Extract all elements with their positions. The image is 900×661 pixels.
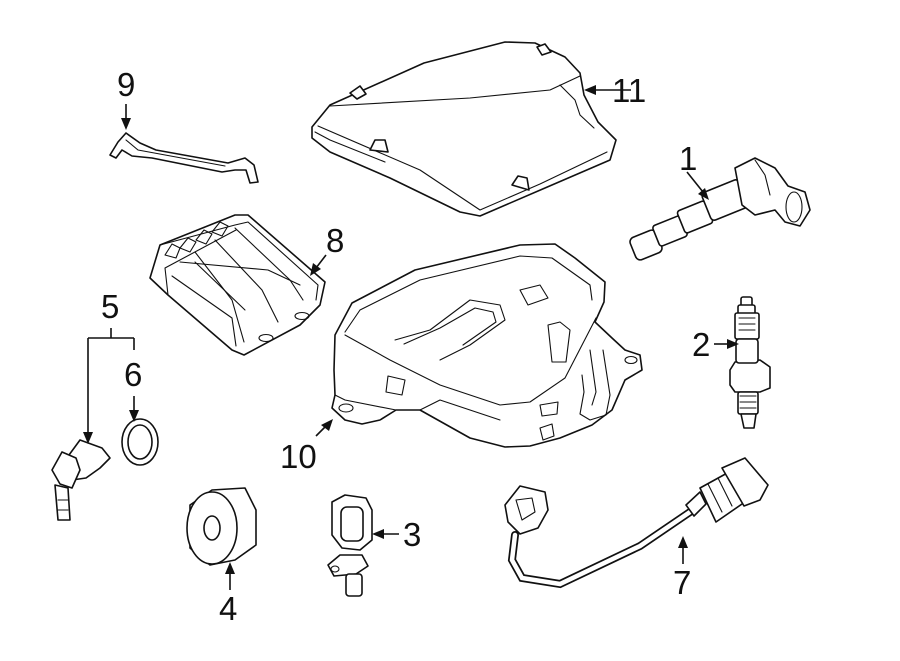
ignition-coil-part-1 bbox=[629, 157, 811, 261]
callout-9: 9 bbox=[117, 66, 135, 103]
callout-8: 8 bbox=[326, 222, 344, 259]
callout-labels: 1 2 3 4 5 6 7 8 9 10 11 bbox=[101, 66, 710, 627]
knock-sensor-part-4 bbox=[186, 487, 257, 566]
leader-lines bbox=[83, 85, 739, 590]
harness-part-7 bbox=[504, 457, 769, 589]
callout-2: 2 bbox=[692, 326, 710, 363]
cover-part-11 bbox=[311, 41, 617, 217]
callout-7: 7 bbox=[673, 564, 691, 601]
callout-10: 10 bbox=[280, 438, 317, 475]
callout-5: 5 bbox=[101, 288, 119, 325]
control-module-part-8 bbox=[149, 214, 326, 356]
cam-sensor-part-3 bbox=[327, 494, 373, 597]
callout-6: 6 bbox=[124, 356, 142, 393]
callout-3: 3 bbox=[403, 516, 421, 553]
tray-part-10 bbox=[331, 243, 643, 448]
o-ring-part-6 bbox=[121, 418, 159, 466]
callout-4: 4 bbox=[219, 590, 237, 627]
sensor-part-5 bbox=[51, 439, 111, 521]
bracket-part-9 bbox=[109, 132, 259, 184]
callout-11: 11 bbox=[612, 72, 646, 109]
callout-1: 1 bbox=[679, 140, 697, 177]
spark-plug-part-2 bbox=[729, 296, 771, 429]
